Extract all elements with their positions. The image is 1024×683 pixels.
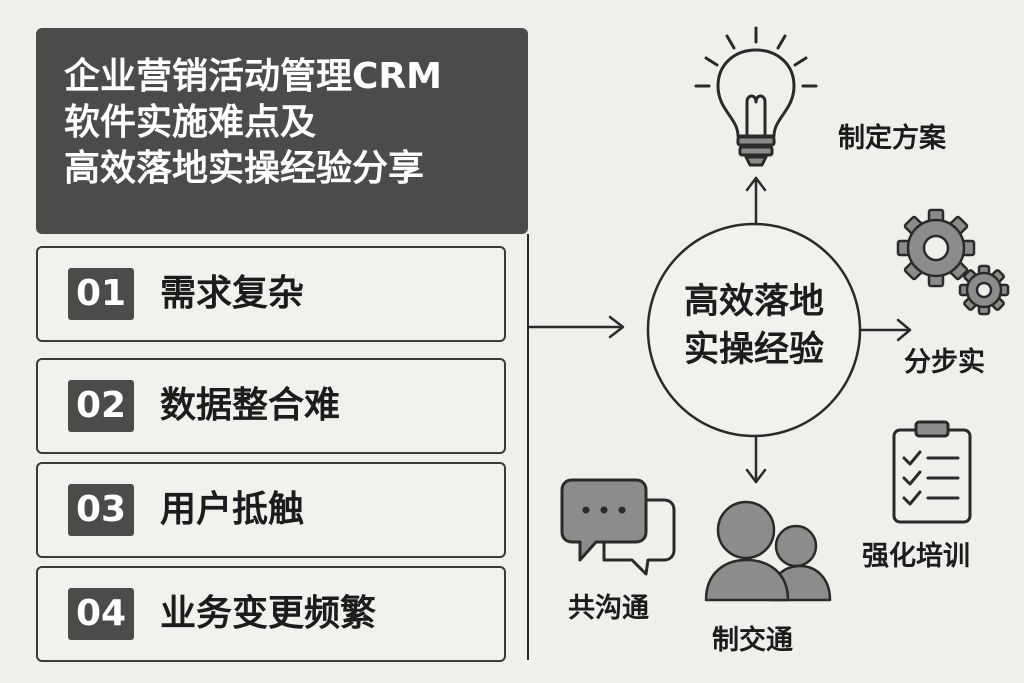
node-label-plan: 制定方案 bbox=[838, 123, 946, 154]
challenge-number: 04 bbox=[68, 588, 134, 640]
title-box: 企业营销活动管理CRM 软件实施难点及 高效落地实操经验分享 bbox=[36, 28, 528, 234]
challenge-label: 用户抵触 bbox=[160, 489, 305, 530]
challenge-label: 业务变更频繁 bbox=[160, 593, 377, 634]
challenge-item-4: 04 业务变更频繁 bbox=[36, 566, 506, 662]
node-label-step: 分步实 bbox=[904, 347, 985, 378]
challenge-number: 01 bbox=[68, 268, 134, 320]
chat-bubbles-icon bbox=[560, 478, 676, 576]
hub-line-1: 高效落地 bbox=[683, 282, 824, 322]
hub-line-2: 实操经验 bbox=[683, 330, 824, 370]
gears-icon bbox=[896, 208, 1010, 316]
challenge-item-3: 03 用户抵触 bbox=[36, 462, 506, 558]
challenge-item-1: 01 需求复杂 bbox=[36, 246, 506, 342]
hub-label: 高效落地 实操经验 bbox=[654, 278, 854, 374]
arrow-right bbox=[858, 318, 912, 342]
challenge-label: 数据整合难 bbox=[160, 385, 341, 426]
node-label-training: 强化培训 bbox=[862, 541, 970, 572]
arrow-to-hub bbox=[527, 315, 625, 339]
vertical-divider bbox=[527, 234, 529, 660]
clipboard-icon bbox=[892, 420, 972, 524]
lightbulb-icon bbox=[694, 26, 818, 167]
challenge-number: 03 bbox=[68, 484, 134, 536]
node-label-communication: 共沟通 bbox=[568, 593, 649, 624]
arrow-down bbox=[745, 434, 767, 484]
challenge-number: 02 bbox=[68, 380, 134, 432]
people-icon bbox=[704, 500, 832, 602]
arrow-up bbox=[745, 176, 767, 226]
challenge-label: 需求复杂 bbox=[160, 273, 305, 314]
title-line-1: 企业营销活动管理CRM bbox=[64, 56, 442, 97]
title-line-2: 软件实施难点及 bbox=[64, 102, 317, 143]
challenge-item-2: 02 数据整合难 bbox=[36, 358, 506, 454]
title-line-3: 高效落地实操经验分享 bbox=[64, 148, 425, 189]
node-label-system: 制交通 bbox=[712, 625, 793, 656]
